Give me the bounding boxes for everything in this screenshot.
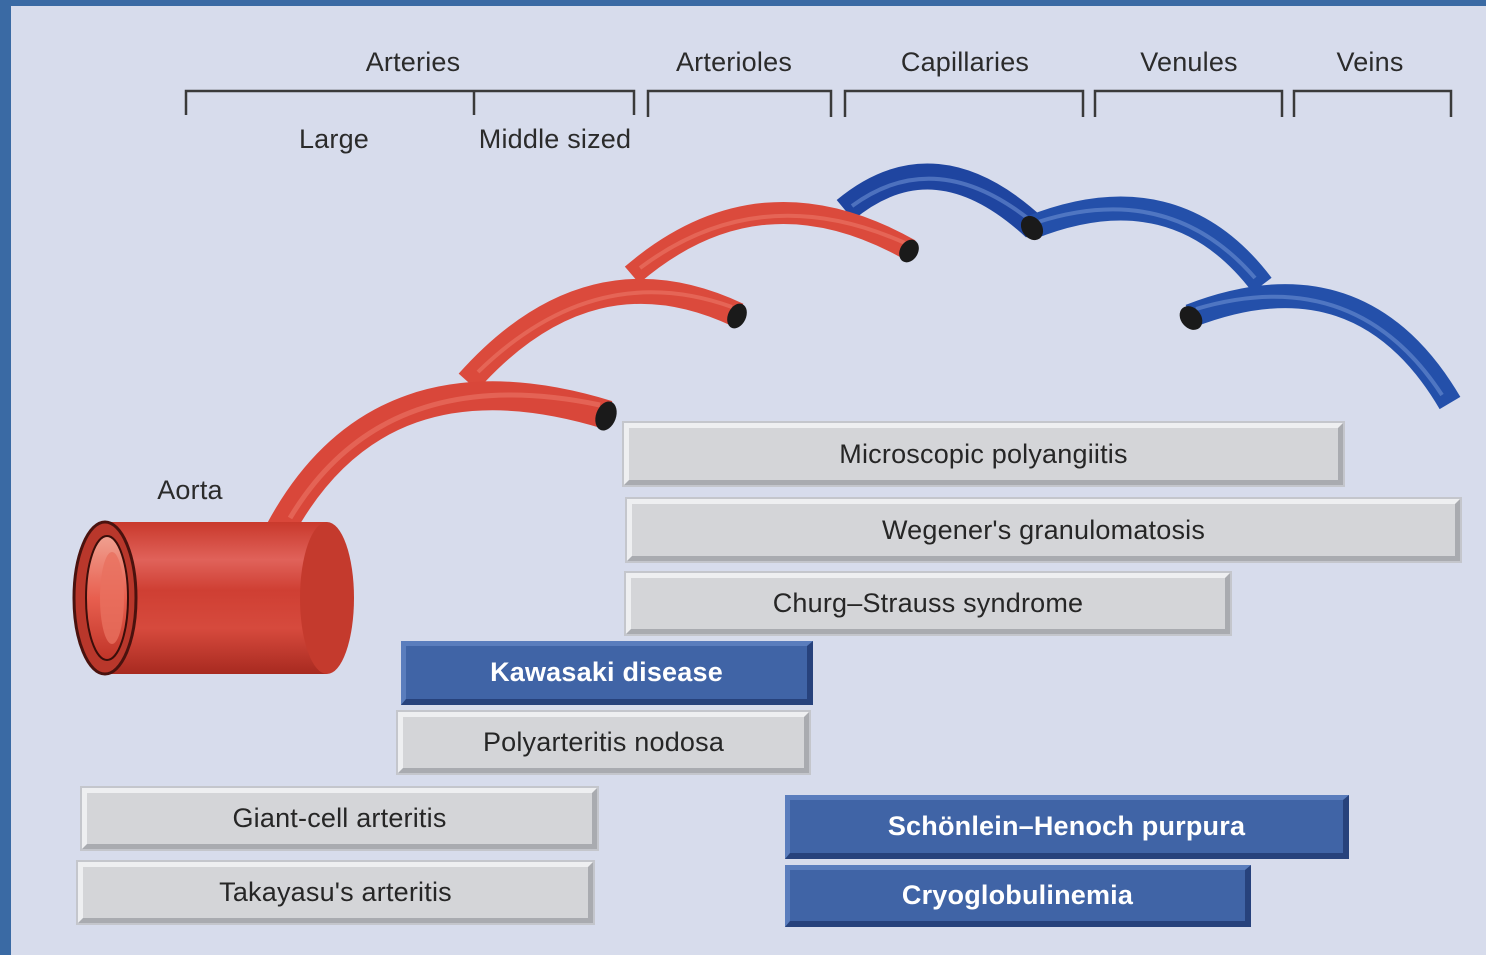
box-schonlein-henoch-purpura: Schönlein–Henoch purpura	[785, 795, 1349, 859]
vein-arch-3	[1190, 296, 1450, 403]
veins-bracket	[1294, 91, 1451, 117]
header-brackets	[186, 91, 1451, 117]
header-arterioles: Arterioles	[676, 47, 792, 78]
header-veins: Veins	[1336, 47, 1403, 78]
header-large: Large	[299, 124, 369, 155]
box-kawasaki-disease: Kawasaki disease	[401, 641, 813, 705]
arterioles-bracket	[648, 91, 831, 117]
box-microscopic-polyangiitis: Microscopic polyangiitis	[624, 423, 1343, 485]
box-polyarteritis-nodosa: Polyarteritis nodosa	[398, 712, 809, 773]
header-middle-sized: Middle sized	[479, 124, 631, 155]
veins	[845, 177, 1450, 403]
aorta-cylinder	[74, 522, 354, 674]
vein-arch-2	[1030, 209, 1262, 285]
capillaries-bracket	[845, 91, 1083, 117]
box-wegeners-granulomatosis: Wegener's granulomatosis	[627, 499, 1460, 561]
header-venules: Venules	[1140, 47, 1237, 78]
artery-arch-2	[280, 396, 608, 530]
header-capillaries: Capillaries	[901, 47, 1029, 78]
header-arteries: Arteries	[366, 47, 461, 78]
box-giant-cell-arteritis: Giant-cell arteritis	[82, 788, 597, 849]
box-takayasus-arteritis: Takayasu's arteritis	[78, 862, 593, 923]
box-cryoglobulinemia: Cryoglobulinemia	[785, 865, 1251, 927]
box-churg-strauss-syndrome: Churg–Strauss syndrome	[626, 573, 1230, 634]
venules-bracket	[1095, 91, 1282, 117]
aorta-label: Aorta	[157, 475, 223, 506]
artery-arch-3	[468, 291, 738, 382]
arteries-bracket	[186, 91, 634, 115]
